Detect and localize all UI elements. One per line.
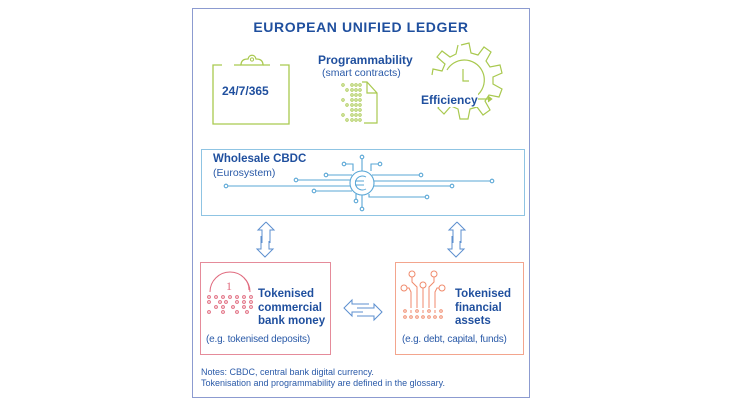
clipboard-icon [212,54,290,125]
bidirectional-arrow-horizontal-icon [343,298,383,322]
tokenised-assets-box [395,262,524,355]
diagram-frame [192,8,530,398]
tokenised-money-label-line-2: commercial [258,301,322,314]
tokenised-money-label: Tokenised commercial bank money [258,288,325,329]
svg-text:1: 1 [226,279,232,293]
tokenised-assets-label-line-2: financial [455,301,502,314]
bidirectional-arrow-right-icon [446,221,467,258]
bidirectional-arrow-left-icon [255,221,276,258]
wholesale-cbdc-label: Wholesale CBDC [213,153,307,165]
smart-contract-document-icon [341,81,378,124]
feature-24-7-365-label: 24/7/365 [222,84,269,98]
notes-line-1: Notes: CBDC, central bank digital curren… [201,367,374,377]
feature-programmability-sublabel: (smart contracts) [322,67,401,79]
tokenised-assets-example: (e.g. debt, capital, funds) [402,334,507,345]
notes-line-2: Tokenisation and programmability are def… [201,378,445,388]
tokenised-money-example: (e.g. tokenised deposits) [206,334,310,345]
feature-efficiency-label: Efficiency [421,93,478,107]
circuit-tokens-icon [400,270,446,319]
gear-clock-icon [431,42,503,120]
tokenised-money-label-line-3: bank money [258,315,326,327]
wholesale-cbdc-box [201,149,525,216]
tokenised-assets-label-line-3: assets [455,315,491,327]
tokenised-assets-label-line-1: Tokenised [455,288,512,300]
wholesale-cbdc-sublabel: (Eurosystem) [213,167,276,179]
tokenised-money-box [200,262,331,355]
coin-tokens-icon: 1 [207,271,253,314]
notes: Notes: CBDC, central bank digital curren… [201,367,445,389]
tokenised-assets-label: Tokenised financial assets [455,288,511,329]
euro-circuit-icon [223,154,495,212]
tokenised-money-label-line-1: Tokenised [258,288,315,300]
diagram-title: EUROPEAN UNIFIED LEDGER [253,19,469,35]
feature-programmability-label: Programmability [318,53,413,67]
